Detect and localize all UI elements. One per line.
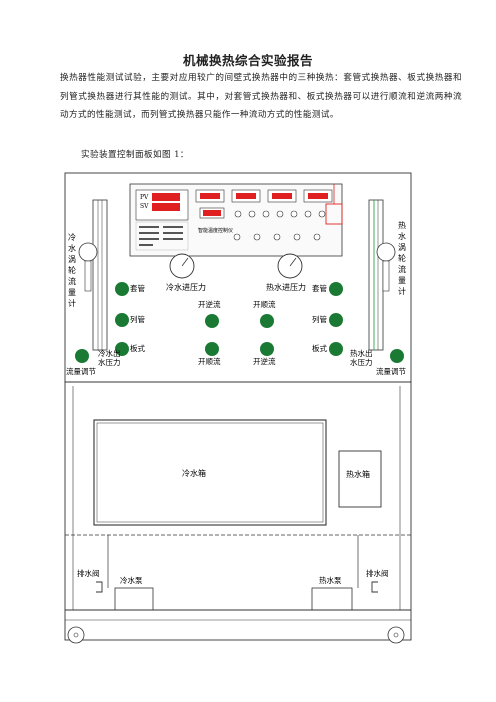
cold-in-pressure-gauge: 冷水进压力: [166, 253, 206, 292]
hot-water-pump: 热水泵: [311, 535, 359, 611]
valve-plate-right: [329, 342, 343, 356]
svg-text:轮: 轮: [398, 253, 406, 263]
label-tubes-right: 列管: [312, 314, 327, 324]
svg-text:冷: 冷: [68, 232, 76, 242]
valve-center-parallel-bottom: [205, 342, 219, 356]
cold-water-pump: 冷水泵: [107, 535, 154, 611]
svg-text:水: 水: [68, 243, 76, 253]
label-open-parallel-bottom: 开顺流: [198, 356, 221, 366]
svg-text:轮: 轮: [68, 265, 76, 275]
svg-text:水压力: 水压力: [350, 357, 373, 367]
figure-caption: 实验装置控制面板如图 1：: [81, 150, 189, 160]
cold-flowmeter-label: 冷 水 涡 轮 流 量 计: [68, 232, 76, 308]
valve-casing-right: [329, 282, 343, 296]
svg-text:排水阀: 排水阀: [77, 568, 100, 578]
cold-flowmeter: [78, 199, 108, 351]
label-cold-out-pressure: 冷水出: [98, 348, 121, 358]
svg-text:冷水泵: 冷水泵: [120, 575, 143, 585]
temperature-controller: PV SV 智能温度控制仪: [129, 183, 343, 257]
svg-text:热水箱: 热水箱: [346, 469, 370, 479]
svg-text:排水阀: 排水阀: [366, 568, 389, 578]
hot-in-pressure-gauge: 热水进压力: [266, 253, 306, 292]
svg-text:热水泵: 热水泵: [319, 575, 342, 585]
svg-text:热: 热: [398, 220, 406, 230]
label-open-parallel: 开顺流: [253, 299, 276, 309]
label-open-counterflow: 开逆流: [198, 299, 221, 309]
right-drain-valve: 排水阀: [366, 568, 389, 593]
svg-text:计: 计: [68, 298, 76, 308]
svg-text:涡: 涡: [68, 254, 76, 264]
valve-tubes-right: [329, 313, 343, 327]
svg-text:热水进压力: 热水进压力: [266, 282, 306, 292]
label-hot-out-pressure: 热水出: [350, 348, 373, 358]
valve-flow-adjust-left: [75, 349, 89, 363]
svg-text:智能温度控制仪: 智能温度控制仪: [198, 227, 233, 234]
hot-flowmeter: [368, 199, 396, 351]
label-plate-left: 板式: [130, 343, 145, 353]
svg-text:量: 量: [398, 276, 406, 285]
valve-center-counterflow: [205, 314, 219, 328]
valve-group: [75, 282, 404, 363]
label-casing-left: 套管: [130, 283, 145, 293]
label-flow-adjust-right: 流量调节: [376, 366, 406, 376]
label-open-counterflow-bottom: 开逆流: [253, 356, 276, 366]
svg-text:量: 量: [68, 288, 76, 297]
valve-tubes-left: [115, 313, 129, 327]
label-flow-adjust-left: 流量调节: [66, 366, 96, 376]
control-panel-diagram: 冷 水 涡 轮 流 量 计 热 水 涡 轮 流 量 计 PV SV: [64, 172, 412, 644]
svg-text:计: 计: [398, 286, 406, 296]
hot-water-tank: 热水箱: [338, 450, 382, 508]
valve-center-counterflow-bottom: [260, 342, 274, 356]
svg-text:冷水箱: 冷水箱: [182, 468, 206, 478]
left-caster-wheel: [67, 626, 85, 644]
hot-flowmeter-label: 热 水 涡 轮 流 量 计: [398, 220, 406, 296]
label-plate-right: 板式: [312, 343, 327, 353]
svg-text:水压力: 水压力: [98, 357, 121, 367]
label-casing-right: 套管: [312, 283, 327, 293]
document-title: 机械换热综合实验报告: [182, 53, 313, 68]
svg-text:PV: PV: [140, 194, 149, 201]
right-caster-wheel: [387, 626, 405, 644]
intro-paragraph: 换热器性能测试试验，主要对应用较广的间壁式换热器中的三种换热：套管式换热器、板式…: [60, 73, 462, 120]
cold-water-tank: 冷水箱: [93, 419, 327, 526]
svg-text:SV: SV: [140, 203, 149, 210]
valve-center-parallel: [260, 314, 274, 328]
svg-text:冷水进压力: 冷水进压力: [166, 282, 206, 292]
valve-casing-left: [115, 282, 129, 296]
svg-text:涡: 涡: [398, 242, 406, 252]
svg-text:水: 水: [398, 231, 406, 241]
label-tubes-left: 列管: [130, 314, 145, 324]
left-drain-valve: 排水阀: [77, 568, 103, 593]
valve-flow-adjust-right: [390, 349, 404, 363]
valve-plate-left: [115, 342, 129, 356]
svg-text:流: 流: [68, 276, 76, 286]
svg-text:流: 流: [398, 264, 406, 274]
